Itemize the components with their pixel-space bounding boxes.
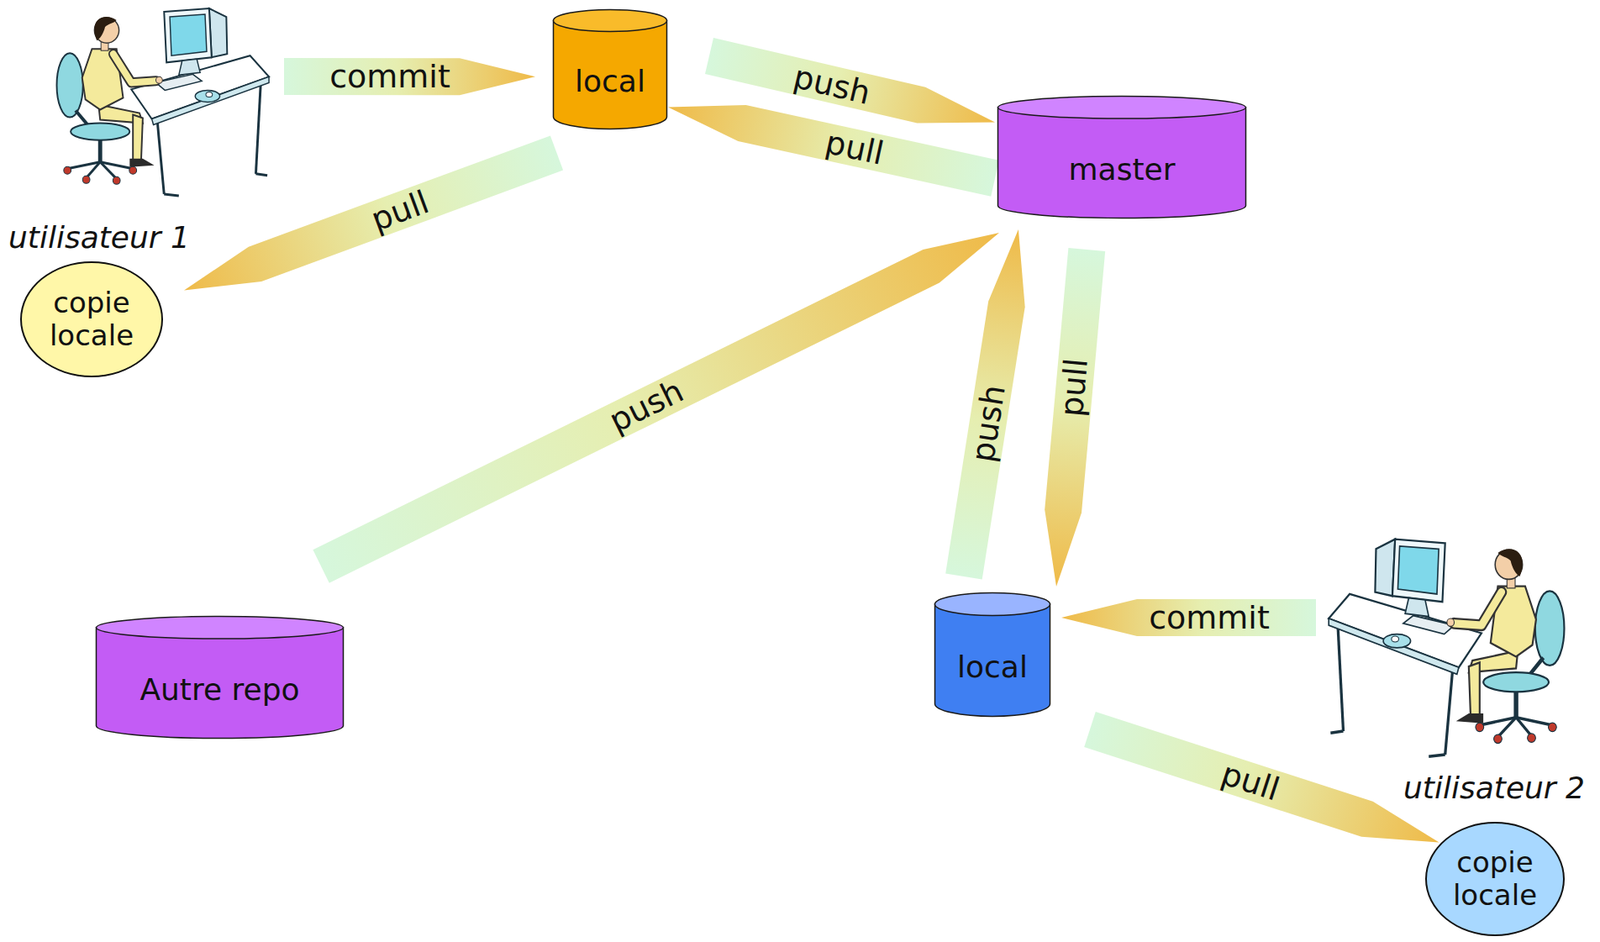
edge-label: pull	[367, 185, 433, 237]
node-text: master	[1068, 152, 1176, 187]
edge-label: push	[966, 383, 1011, 465]
repository-cylinder: local	[552, 8, 669, 131]
repository-cylinder: local	[933, 591, 1052, 718]
repository-cylinder: master	[996, 94, 1248, 220]
flow-arrow	[312, 232, 1000, 584]
edge-label: pull	[1055, 357, 1093, 418]
flow-arrow	[1044, 247, 1106, 587]
working-copy-circle: copie locale	[20, 261, 164, 378]
flow-arrow	[668, 105, 1000, 197]
node-text: Autre repo	[139, 672, 300, 707]
edge-label: pull	[822, 126, 887, 170]
edge-label: push	[605, 374, 689, 438]
node-text: local	[574, 63, 646, 99]
user-figure: utilisateur 1	[4, 4, 278, 257]
node-text: local	[957, 649, 1028, 685]
node-text: copie locale	[1442, 846, 1548, 912]
user-icon	[1328, 539, 1564, 758]
node-text: copie locale	[36, 286, 147, 353]
flow-arrow	[1084, 711, 1439, 843]
user-figure: utilisateur 2	[1319, 529, 1593, 807]
edge-label: push	[790, 60, 874, 110]
flow-arrow	[184, 135, 564, 290]
flow-arrow	[284, 57, 536, 95]
flow-arrow	[945, 229, 1026, 579]
user-icon	[57, 8, 270, 196]
flow-arrow	[1061, 599, 1316, 637]
edge-label: commit	[1148, 601, 1270, 634]
node-text: utilisateur 1	[8, 220, 190, 255]
repository-cylinder: Autre repo	[94, 615, 345, 740]
edge-label: commit	[329, 60, 451, 93]
edge-label: pull	[1217, 757, 1284, 806]
working-copy-circle: copie locale	[1425, 821, 1565, 937]
node-text: utilisateur 2	[1403, 770, 1585, 806]
